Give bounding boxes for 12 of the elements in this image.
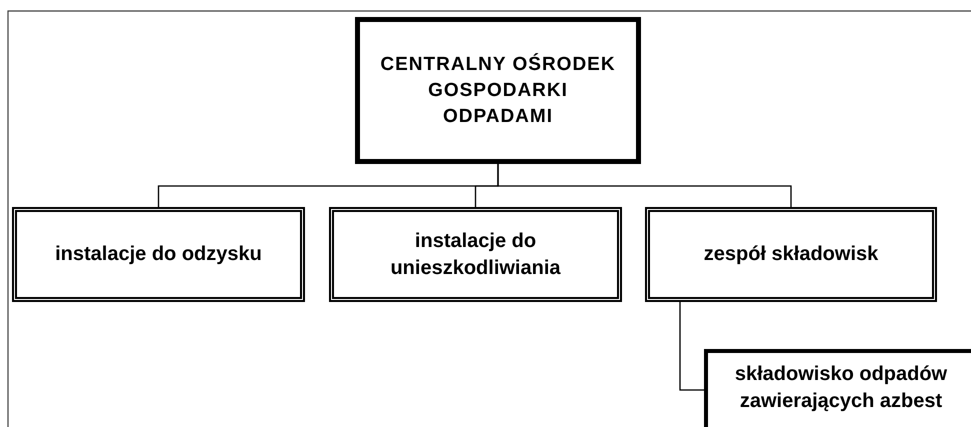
- org-box: [645, 207, 937, 302]
- org-box: [12, 207, 305, 302]
- connector-line: [497, 164, 792, 207]
- box-label: CENTRALNY OŚRODEK GOSPODARKI ODPADAMI: [380, 52, 616, 128]
- box-label: składowisko odpadów zawierających azbest: [734, 362, 948, 414]
- org-box: [329, 207, 622, 302]
- box-label: instalacje do odzysku: [55, 242, 262, 267]
- org-box: [704, 349, 971, 427]
- connector-line: [679, 302, 704, 391]
- box-label: zespół składowisk: [704, 242, 878, 267]
- box-label: instalacje do unieszkodliwiania: [389, 228, 562, 280]
- org-box: [355, 17, 641, 164]
